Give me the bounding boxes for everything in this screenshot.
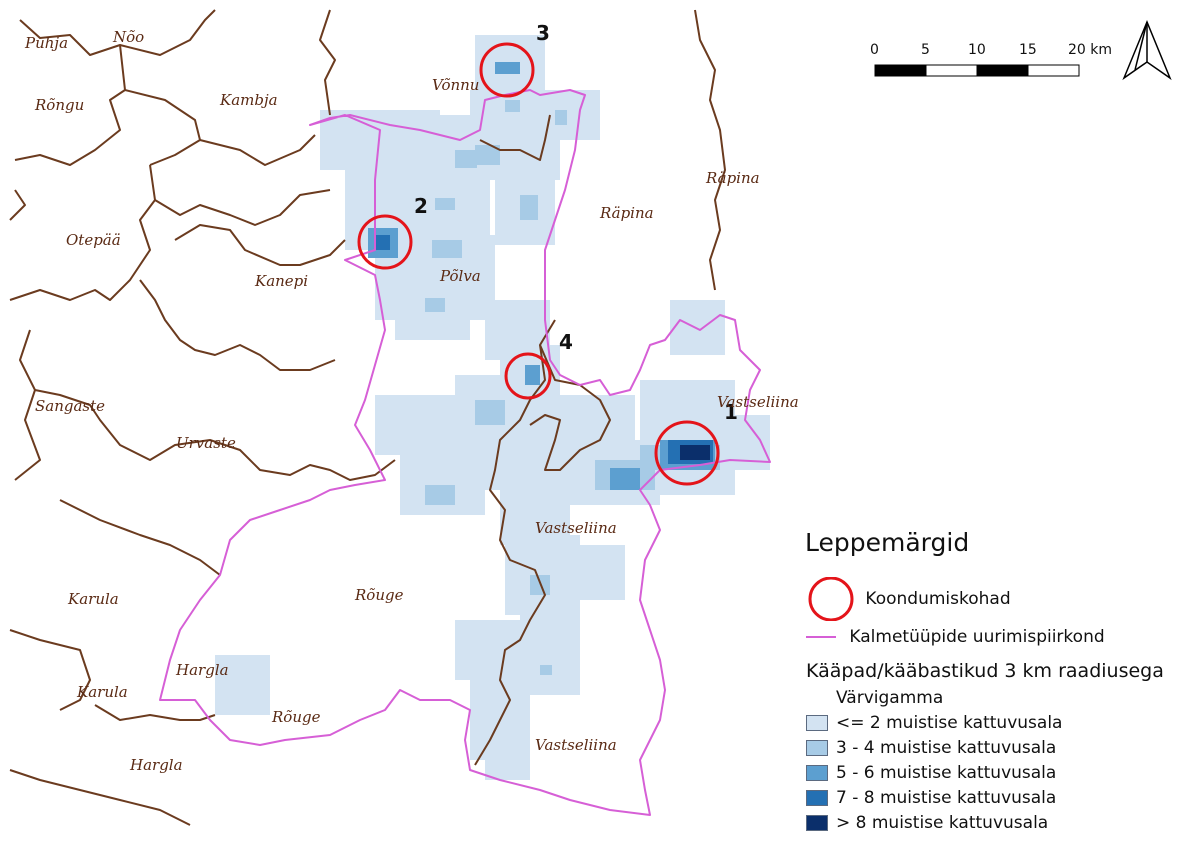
legend-swatch-5 (806, 815, 828, 831)
place-labels: Puhja Nõo Rõngu Kambja Võnnu Räpina Räpi… (24, 28, 799, 774)
place-label-kambja: Kambja (219, 91, 278, 109)
legend-class-3: 5 - 6 muistise kattuvusala (806, 763, 1056, 783)
concentration-circle-1[interactable] (654, 420, 720, 486)
concentration-label-2: 2 (414, 194, 428, 218)
legend-label-study-area: Kalmetüüpide uurimispiirkond (849, 627, 1105, 647)
concentration-circle-3[interactable] (479, 42, 535, 98)
place-label-karula: Karula (76, 683, 128, 701)
place-label-rapina: Räpina (599, 204, 654, 222)
legend-item-study-area: Kalmetüüpide uurimispiirkond (806, 627, 1105, 647)
place-label-vastseliina: Vastseliina (535, 519, 617, 537)
legend-class-label-5: > 8 muistise kattuvusala (836, 813, 1049, 833)
legend-class-2: 3 - 4 muistise kattuvusala (806, 738, 1056, 758)
place-label-urvaste: Urvaste (176, 434, 236, 452)
concentration-circle-2[interactable] (357, 214, 413, 270)
place-label-otepaa: Otepää (66, 231, 121, 249)
concentration-label-1: 1 (724, 400, 738, 424)
legend-class-label-4: 7 - 8 muistise kattuvusala (836, 788, 1057, 808)
legend-swatch-1 (806, 715, 828, 731)
legend-heat-title: Kääpad/kääbastikud 3 km raadiusega (806, 660, 1164, 682)
place-label-hargla: Hargla (129, 756, 183, 774)
legend-swatch-3 (806, 765, 828, 781)
legend-class-4: 7 - 8 muistise kattuvusala (806, 788, 1056, 808)
legend-class-1: <= 2 muistise kattuvusala (806, 713, 1062, 733)
place-label-rouge: Rõuge (354, 586, 404, 604)
scale-tick-15: 15 (1019, 42, 1037, 58)
place-label-noo: Nõo (112, 28, 144, 46)
place-label-kanepi: Kanepi (254, 272, 308, 290)
legend-line-icon (806, 636, 836, 638)
scale-tick-20: 20 km (1068, 42, 1112, 58)
concentration-circles (357, 42, 720, 486)
legend-circle-icon (808, 576, 854, 622)
scale-tick-10: 10 (968, 42, 986, 58)
legend-class-label-2: 3 - 4 muistise kattuvusala (836, 738, 1057, 758)
place-label-vastseliina-east: Vastseliina (717, 393, 799, 411)
place-label-vonnu: Võnnu (432, 76, 479, 94)
place-label-rongu: Rõngu (34, 96, 84, 114)
heat-layer-class-5 (680, 445, 710, 460)
place-label-rouge-south: Rõuge (271, 708, 321, 726)
legend-class-label-1: <= 2 muistise kattuvusala (836, 713, 1063, 733)
place-label-sangaste: Sangaste (35, 397, 105, 415)
north-arrow-icon (1122, 20, 1172, 81)
legend-label-concentration: Koondumiskohad (865, 589, 1011, 609)
legend-item-concentration: Koondumiskohad (806, 576, 1011, 622)
legend-title: Leppemärgid (805, 528, 970, 557)
concentration-circle-4[interactable] (504, 352, 552, 400)
legend-class-5: > 8 muistise kattuvusala (806, 813, 1048, 833)
place-label-hargla-north: Hargla (175, 661, 229, 679)
place-label-karula-north: Karula (67, 590, 119, 608)
municipality-boundaries (9, 9, 726, 826)
place-label-puhja: Puhja (24, 34, 68, 52)
scale-tick-0: 0 (870, 42, 879, 58)
legend-swatch-4 (806, 790, 828, 806)
concentration-label-4: 4 (559, 330, 573, 354)
legend-gamma-title: Värvigamma (836, 688, 944, 708)
place-label-polva: Põlva (439, 267, 481, 285)
scale-bar: 0 5 10 15 20 km (870, 42, 1112, 77)
concentration-label-3: 3 (536, 21, 550, 45)
legend-class-label-3: 5 - 6 muistise kattuvusala (836, 763, 1057, 783)
scale-tick-5: 5 (921, 42, 930, 58)
study-area-outline (159, 89, 771, 816)
place-label-rapina-north: Räpina (705, 169, 760, 187)
legend-swatch-2 (806, 740, 828, 756)
place-label-vastseliina-south: Vastseliina (535, 736, 617, 754)
